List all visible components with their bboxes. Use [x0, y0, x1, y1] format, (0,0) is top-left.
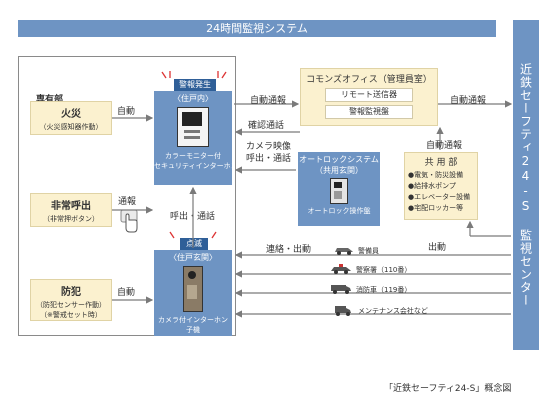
blink-tag-label: 点滅 [180, 238, 208, 250]
office-title: コモンズオフィス（管理員室） [306, 75, 432, 85]
inside-title: 〈住戸内〉 [173, 94, 213, 103]
emergency-note: （非常押ボタン） [43, 215, 99, 223]
common-item-2: ●エレベーター設備 [408, 193, 471, 201]
emergency-box: 非常呼出 （非常押ボタン） [30, 193, 112, 227]
common-title: 共 用 部 [424, 158, 458, 168]
entrance-box: 〈住戸玄関〉 カメラ付インターホン 子機 [154, 250, 232, 336]
fire-box: 火災 （火災感知器作動） [30, 101, 112, 135]
blink-tag: 点滅 [180, 238, 208, 250]
police-car-icon [331, 264, 351, 274]
remote-transmitter: リモート送信器 [325, 88, 413, 102]
entrance-title: 〈住戸玄関〉 [169, 253, 217, 262]
autolock-title: オートロックシステム [299, 155, 379, 164]
responder-maintenance: メンテナンス会社など [358, 307, 428, 315]
hand-press-icon [120, 209, 138, 233]
monitoring-center-label: 近鉄セーフティ24-S 監視センター [518, 63, 533, 307]
common-item-3: ●宅配ロッカー等 [408, 204, 464, 212]
confirm-call-label: 確認通話 [248, 121, 285, 131]
private-area-label: 専有部 [36, 95, 64, 105]
responder-guard: 警備員 [358, 247, 379, 255]
responder-police: 警察署（110番） [356, 266, 412, 274]
inside-residence-box: 〈住戸内〉 カラーモニター付 セキュリティインターホン [154, 91, 232, 185]
autolock-box: オートロックシステム （共用玄関） オートロック操作盤 [298, 152, 380, 226]
emergency-title: 非常呼出 [51, 201, 91, 212]
common-item-0: ●電気・防災設備 [408, 171, 464, 179]
autolock-panel-label: オートロック操作盤 [307, 207, 371, 215]
common-area-box: 共 用 部 ●電気・防災設備 ●給排水ポンプ ●エレベーター設備 ●宅配ロッカー… [404, 152, 478, 220]
guard-car-icon [335, 248, 353, 255]
common-item-1: ●給排水ポンプ [408, 182, 456, 190]
office-box: コモンズオフィス（管理員室） リモート送信器 警報監視盤 [300, 68, 438, 126]
auto-report-common-label: 自動通報 [426, 141, 463, 151]
intercom-device [183, 266, 203, 312]
crime-title: 防犯 [61, 287, 81, 298]
monitoring-center-bar: 近鉄セーフティ24-S 監視センター [513, 20, 539, 350]
fire-note: （火災感知器作動） [39, 123, 103, 131]
system-title-banner: 24時間監視システム [18, 20, 496, 37]
auto-report-left-label: 自動通報 [250, 96, 287, 106]
responder-fire: 消防車（119番） [356, 286, 412, 294]
camera-call-label: 呼出・通話 [246, 154, 292, 164]
maintenance-truck-icon [335, 306, 351, 316]
entrance-caption-2: 子機 [186, 326, 200, 334]
crime-note-1: （防犯センサー作動） [36, 301, 106, 309]
auto-label-fire: 自動 [117, 107, 136, 117]
monitor-caption-2: セキュリティインターホン [154, 162, 232, 170]
monitor-caption-1: カラーモニター付 [165, 152, 221, 160]
autolock-panel-device [330, 178, 348, 204]
notify-label: 通報 [118, 197, 137, 207]
crime-box: 防犯 （防犯センサー作動） （※警戒セット時） [30, 279, 112, 321]
contact-dispatch-label: 連絡・出動 [266, 245, 312, 255]
camera-video-label: カメラ映像 [246, 142, 292, 152]
fire-truck-icon [331, 285, 351, 294]
alarm-tag: 警報発生 [174, 79, 216, 91]
auto-report-right-label: 自動通報 [450, 96, 487, 106]
alarm-panel: 警報監視盤 [325, 105, 413, 119]
alarm-tag-label: 警報発生 [174, 79, 216, 91]
fire-title: 火災 [61, 109, 81, 120]
crime-note-2: （※警戒セット時） [40, 311, 102, 319]
auto-label-crime: 自動 [117, 288, 136, 298]
entrance-caption-1: カメラ付インターホン [158, 316, 228, 324]
diagram-caption: 「近鉄セーフティ24-S」概念図 [384, 384, 512, 394]
monitor-device [177, 107, 209, 147]
dispatch-label: 出動 [428, 243, 447, 253]
autolock-subtitle: （共用玄関） [315, 166, 363, 175]
